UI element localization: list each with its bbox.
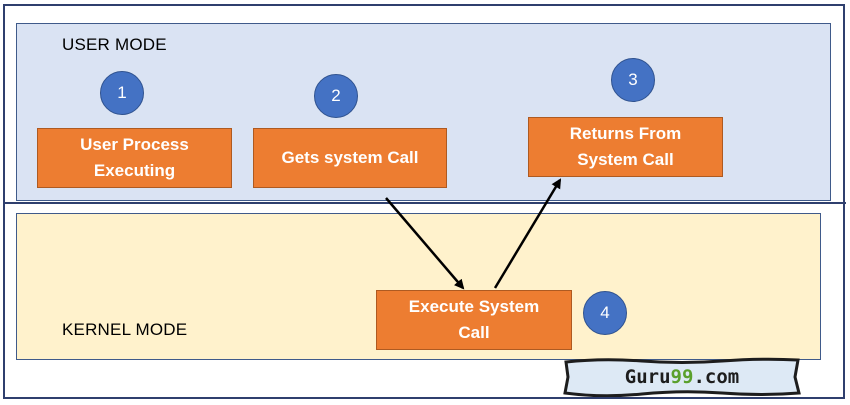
logo-text-suffix: .com: [693, 366, 740, 388]
kernel-mode-label: KERNEL MODE: [62, 320, 188, 339]
logo-text-prefix: Guru: [624, 366, 671, 388]
step-1-box: User Process Executing: [37, 128, 232, 188]
step-4-label-line-1: Execute System: [408, 297, 540, 316]
step-3-box: Returns From System Call: [528, 117, 723, 177]
step-2-box: Gets system Call: [253, 128, 447, 188]
arrow-return-to-user: [493, 178, 562, 289]
step-3-label-line-1: Returns From: [569, 124, 682, 143]
step-4-label-line-2: Call: [458, 323, 490, 342]
step-1-label-line-2: Executing: [93, 161, 176, 180]
step-4-badge: 4: [583, 291, 627, 335]
step-4-box: Execute System Call: [376, 290, 572, 350]
step-1-label-line-1: User Process: [80, 135, 189, 154]
step-2-badge: 2: [314, 74, 358, 118]
step-3-badge: 3: [611, 58, 655, 102]
step-2-label-line-1: Gets system Call: [281, 148, 419, 167]
logo-text-accent: 99: [670, 366, 694, 388]
step-3-label-line-2: System Call: [577, 150, 674, 169]
logo-banner-shape: [563, 357, 801, 397]
arrow-call-to-kernel: [385, 197, 465, 290]
mode-divider-line: [3, 202, 846, 204]
step-1-badge: 1: [100, 71, 144, 115]
user-mode-label: USER MODE: [62, 35, 167, 54]
